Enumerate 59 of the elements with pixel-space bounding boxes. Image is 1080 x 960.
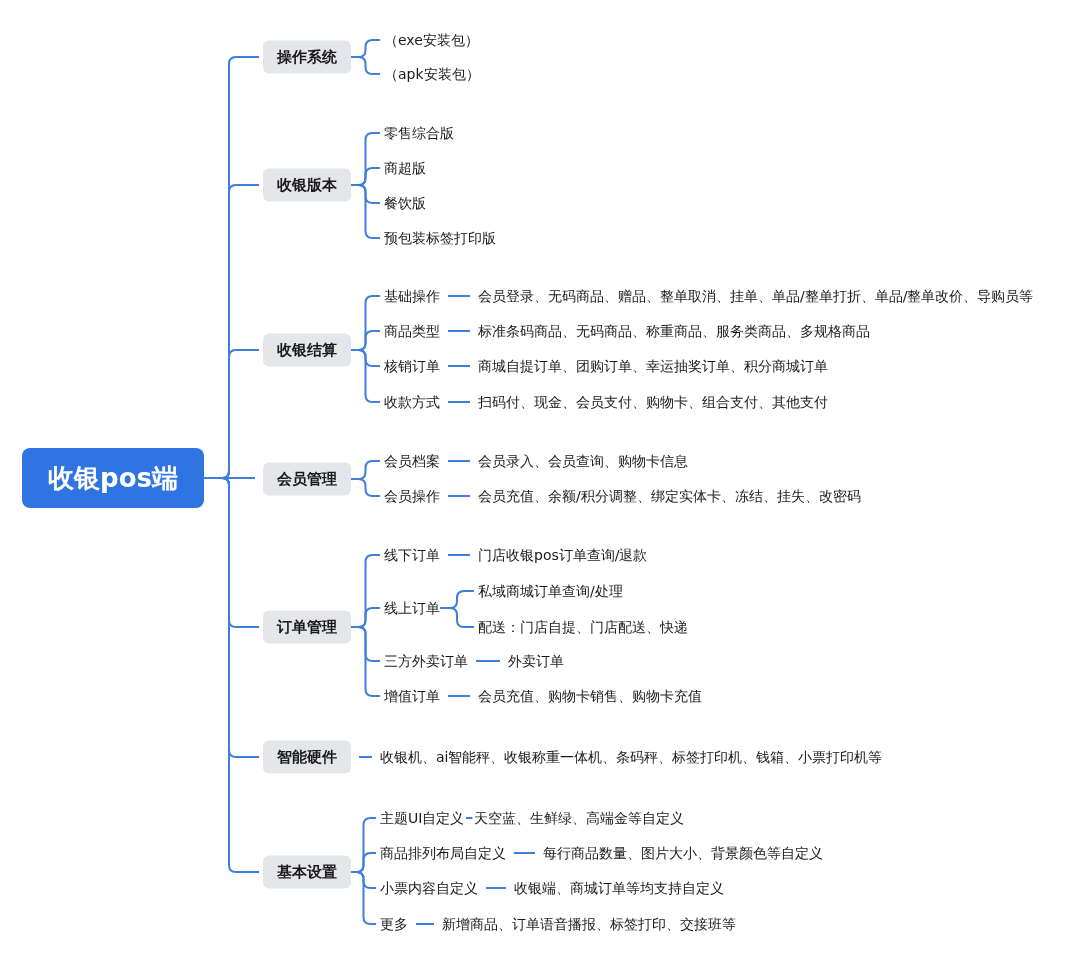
connector-line: [447, 495, 471, 497]
connector-line: [485, 887, 507, 889]
connector-line: [439, 607, 475, 628]
topic-text: 会员登录、无码商品、赠品、整单取消、挂单、单品/整单打折、单品/整单改价、导购员等: [478, 286, 1034, 306]
topic-text: 商品排列布局自定义: [380, 843, 506, 863]
topic-text: 增值订单: [384, 686, 440, 706]
topic-text: 主题UI自定义: [380, 808, 465, 828]
topic-text: 私域商城订单查询/处理: [478, 581, 623, 601]
topic-text: 收银端、商城订单等均支持自定义: [514, 878, 724, 898]
topic-text: 线上订单: [384, 598, 440, 618]
topic-text: 会员操作: [384, 486, 440, 506]
connector-line: [447, 365, 471, 367]
connector-line: [513, 852, 536, 854]
connector-line: [475, 660, 501, 662]
topic-text: 商品类型: [384, 321, 440, 341]
topic-text: 外卖订单: [508, 651, 564, 671]
connector-line: [447, 330, 471, 332]
topic-text: 收银机、ai智能秤、收银称重一体机、条码秤、标签打印机、钱箱、小票打印机等: [380, 747, 883, 767]
category-node: 智能硬件: [263, 740, 351, 774]
category-node: 会员管理: [263, 462, 351, 496]
connector-line: [415, 923, 435, 925]
connector-line: [447, 295, 471, 297]
topic-text: 配送：门店自提、门店配送、快递: [478, 617, 688, 637]
category-node: 收银版本: [263, 168, 351, 202]
topic-text: 零售综合版: [384, 123, 454, 143]
connector-line: [447, 695, 471, 697]
topic-text: 商超版: [384, 158, 426, 178]
topic-text: 会员充值、余额/积分调整、绑定实体卡、冻结、挂失、改密码: [478, 486, 861, 506]
connector-line: [465, 817, 474, 819]
topic-text: 商城自提订单、团购订单、幸运抽奖订单、积分商城订单: [478, 356, 828, 376]
root-node: 收银pos端: [22, 448, 204, 508]
category-node: 收银结算: [263, 333, 351, 367]
category-node: 订单管理: [263, 610, 351, 644]
topic-text: 门店收银pos订单查询/退款: [478, 545, 648, 565]
category-node: 操作系统: [263, 40, 351, 74]
topic-text: 天空蓝、生鲜绿、高端金等自定义: [474, 808, 684, 828]
topic-text: （exe安装包）: [384, 30, 479, 50]
topic-text: 核销订单: [384, 356, 440, 376]
connector-line: [447, 554, 471, 556]
topic-text: 会员档案: [384, 451, 440, 471]
topic-text: 会员录入、会员查询、购物卡信息: [478, 451, 688, 471]
topic-text: 新增商品、订单语音播报、标签打印、交接班等: [442, 914, 736, 934]
topic-text: 餐饮版: [384, 193, 426, 213]
topic-text: 更多: [380, 914, 408, 934]
topic-text: 三方外卖订单: [384, 651, 468, 671]
topic-text: 线下订单: [384, 545, 440, 565]
topic-text: 收款方式: [384, 392, 440, 412]
topic-text: 小票内容自定义: [380, 878, 478, 898]
connector-line: [358, 756, 373, 758]
category-node: 基本设置: [263, 855, 351, 889]
connector-line: [447, 401, 471, 403]
topic-text: 会员充值、购物卡销售、购物卡充值: [478, 686, 702, 706]
topic-text: 标准条码商品、无码商品、称重商品、服务类商品、多规格商品: [478, 321, 870, 341]
topic-text: 每行商品数量、图片大小、背景颜色等自定义: [543, 843, 823, 863]
topic-text: 预包装标签打印版: [384, 228, 496, 248]
topic-text: 基础操作: [384, 286, 440, 306]
topic-text: 扫码付、现金、会员支付、购物卡、组合支付、其他支付: [478, 392, 828, 412]
connector-line: [447, 460, 471, 462]
topic-text: （apk安装包）: [384, 64, 480, 84]
